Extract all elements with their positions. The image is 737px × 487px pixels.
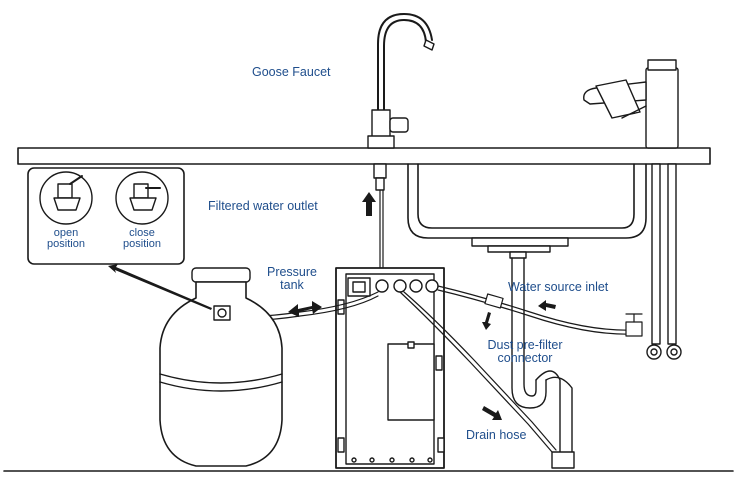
open-position-caption-line-1: open (53, 227, 79, 239)
drain-hose-label: Drain hose (466, 428, 527, 442)
ro-filter-unit (335, 267, 445, 469)
goose-faucet-label: Goose Faucet (252, 65, 331, 79)
direction-arrows (108, 192, 556, 420)
water-tubing (229, 285, 643, 453)
tank-double-arrow (288, 301, 322, 317)
sink-drain-pipe (511, 257, 575, 469)
close-position-caption-line-1: close (129, 227, 155, 239)
close-position-caption: close position (112, 228, 172, 250)
inset-pointer-arrow (108, 264, 212, 310)
valve-position-inset (27, 167, 185, 265)
drain-arrow (482, 406, 502, 420)
dust-prefilter-label-line-2: connector (497, 351, 553, 365)
filtered-water-outlet-label: Filtered water outlet (208, 199, 318, 213)
outlet-arrow (366, 200, 372, 216)
sink-basin (407, 163, 647, 259)
open-position-caption-line-2: position (47, 238, 85, 250)
countertop (17, 147, 711, 165)
pressure-tank (159, 267, 283, 467)
open-position-caption: open position (36, 228, 96, 250)
pressure-tank-label: Pressure tank (262, 266, 322, 292)
dust-filter-arrow (482, 312, 491, 330)
dust-prefilter-label-line-1: Dust pre-filter (487, 338, 563, 352)
dust-prefilter-label: Dust pre-filter connector (470, 339, 580, 365)
pressure-tank-label-line-2: tank (280, 278, 304, 292)
water-source-inlet-label: Water source inlet (508, 280, 609, 294)
goose-faucet (367, 13, 435, 271)
close-position-caption-line-2: position (123, 238, 161, 250)
kitchen-mixer-tap (583, 59, 682, 360)
pressure-tank-label-line-1: Pressure (266, 265, 318, 279)
inlet-arrow (538, 300, 556, 311)
